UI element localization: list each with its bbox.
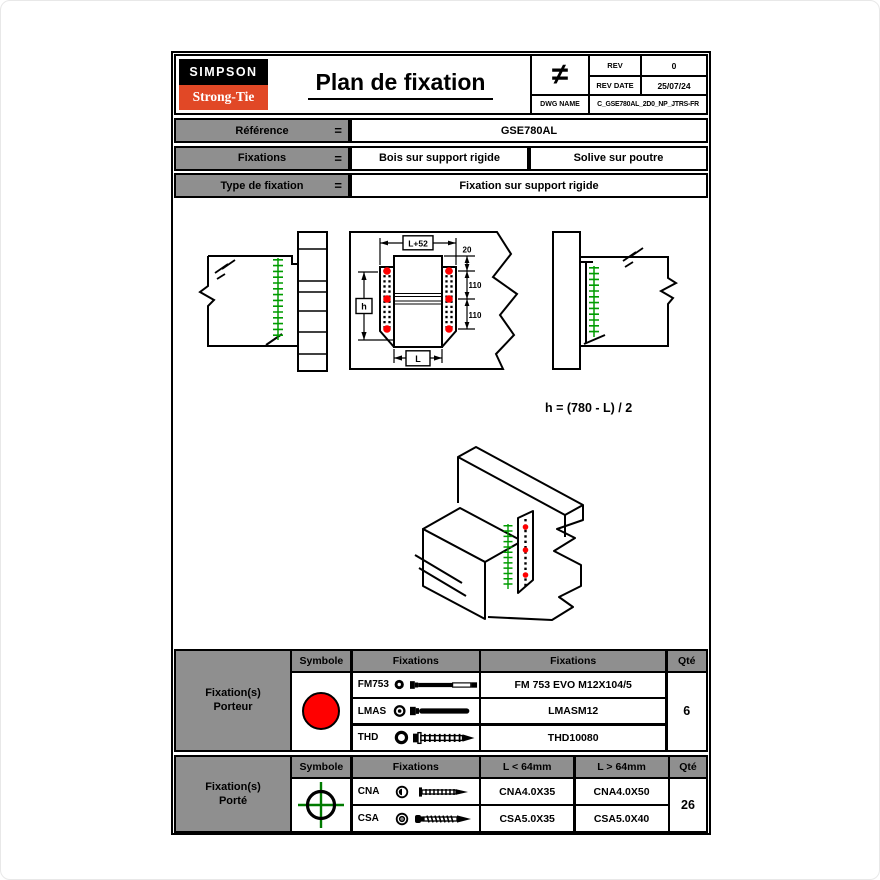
porteur-symbol-cell	[292, 672, 351, 750]
porteur-fixations-table: Fixation(s) Porteur Symbole Fixations Fi…	[174, 648, 708, 752]
col-header-long-length: L > 64mm	[575, 756, 668, 777]
reference-row: Référence = GSE780AL	[174, 118, 708, 143]
fixations-row: Fixations = Bois sur support rigide Soli…	[174, 145, 708, 171]
thd-code: THD	[357, 732, 379, 744]
front-detail-view: L+52 20 110 110 h L	[349, 230, 519, 370]
thd-washer-icon	[395, 730, 409, 745]
col-header-short-length: L < 64mm	[481, 756, 574, 777]
csa-long-ref: CSA5.0X40	[575, 806, 668, 832]
dim-height: h	[361, 301, 367, 311]
porteur-qty: 6	[667, 672, 706, 750]
simpson-strongtie-logo: SIMPSON Strong-Tie	[179, 59, 268, 110]
dim-edge-offset: 20	[463, 245, 472, 254]
lmas-bolt-icon	[410, 707, 470, 716]
height-formula: h = (780 - L) / 2	[545, 400, 633, 415]
rev-label: REV	[588, 56, 640, 75]
equals-sign: =	[334, 178, 342, 193]
col-header-fixations-ref: Fixations	[481, 650, 666, 671]
isometric-view	[414, 445, 584, 621]
dim-bottom-width: L	[415, 353, 421, 363]
fixation-row-fm753: FM753	[352, 672, 479, 697]
cna-nail-icon	[418, 786, 468, 797]
fixations-value-left: Bois sur support rigide	[350, 145, 529, 171]
dim-spacing1: 110	[469, 281, 482, 290]
fixation-row-cna: CNA	[352, 779, 479, 805]
type-fixation-value: Fixation sur support rigide	[350, 173, 708, 198]
col-header-symbole: Symbole	[292, 756, 351, 777]
fixation-row-lmas: LMAS	[352, 699, 479, 724]
porteur-label-line1: Fixation(s)	[205, 686, 261, 699]
porte-label-line2: Porté	[218, 795, 248, 808]
iso-bolt-markers-red	[522, 523, 529, 578]
fixations-label: Fixations =	[174, 145, 350, 171]
fixation-row-csa: CSA	[352, 806, 479, 832]
dwg-name-label: DWG NAME	[532, 94, 588, 113]
type-fixation-row: Type de fixation = Fixation sur support …	[174, 173, 708, 198]
fm753-washer-icon	[394, 680, 405, 690]
col-header-fixations: Fixations	[352, 756, 479, 777]
dim-spacing2: 110	[469, 311, 482, 320]
revision-block: ≠ REV 0 REV DATE 25/07/24 DWG NAME C_GSE…	[530, 56, 706, 113]
bolt-markers-red	[383, 266, 453, 333]
title-block: SIMPSON Strong-Tie Plan de fixation ≠ RE…	[174, 54, 708, 115]
reference-label-text: Référence	[235, 124, 289, 137]
equals-sign: =	[334, 123, 342, 138]
csa-short-ref: CSA5.0X35	[481, 806, 574, 832]
crosshair-marker-icon	[298, 782, 345, 829]
col-header-fixations-icons: Fixations	[352, 650, 479, 671]
thd-screw-icon	[413, 731, 475, 744]
page-title: Plan de fixation	[307, 69, 494, 100]
type-fixation-label-text: Type de fixation	[220, 179, 304, 192]
fm753-bolt-icon	[409, 681, 477, 689]
fm753-code: FM753	[357, 679, 389, 691]
drawing-region: L+52 20 110 110 h L	[173, 201, 709, 649]
type-fixation-label: Type de fixation =	[174, 173, 350, 198]
porte-row-label: Fixation(s) Porté	[176, 756, 290, 832]
title-cell: Plan de fixation	[271, 56, 530, 113]
fixations-value-right: Solive sur poutre	[529, 145, 708, 171]
lmas-code: LMAS	[357, 705, 387, 717]
col-header-qty: Qté	[669, 756, 706, 777]
reference-table: Référence = GSE780AL Fixations = Bois su…	[174, 118, 708, 198]
fixations-label-text: Fixations	[237, 152, 287, 164]
fixation-ref-thd: THD10080	[481, 725, 666, 750]
porteur-label-line2: Porteur	[213, 701, 253, 714]
porte-qty: 26	[669, 779, 706, 832]
reference-label: Référence =	[174, 118, 350, 143]
porteur-row-label: Fixation(s) Porteur	[176, 650, 290, 750]
cna-long-ref: CNA4.0X50	[575, 779, 668, 805]
not-equal-icon: ≠	[551, 58, 569, 91]
rev-date-value: 25/07/24	[640, 75, 706, 94]
logo-strongtie-band: Strong-Tie	[179, 84, 268, 110]
porte-symbol-cell	[292, 779, 351, 832]
csa-head-icon	[395, 812, 408, 826]
col-header-qty: Qté	[667, 650, 706, 671]
reference-value: GSE780AL	[350, 118, 708, 143]
fixation-ref-lmas: LMASM12	[481, 699, 666, 724]
porte-fixations-table: Fixation(s) Porté Symbole Fixations L < …	[174, 754, 708, 834]
left-elevation-view	[198, 230, 328, 372]
red-circle-marker-icon	[302, 692, 341, 731]
csa-code: CSA	[357, 813, 379, 825]
col-header-symbole: Symbole	[292, 650, 351, 671]
dwg-name-value: C_GSE780AL_2D0_NP_JTRS-FR	[588, 94, 706, 113]
fixation-row-thd: THD	[352, 725, 479, 750]
logo-simpson-band: SIMPSON	[179, 59, 268, 85]
csa-screw-icon	[414, 814, 471, 823]
fixation-ref-fm753: FM 753 EVO M12X104/5	[481, 672, 666, 697]
rev-date-label: REV DATE	[588, 75, 640, 94]
lmas-washer-icon	[393, 705, 406, 718]
equals-sign: =	[334, 150, 342, 166]
dim-top-width: L+52	[408, 238, 428, 248]
drawing-sheet: SIMPSON Strong-Tie Plan de fixation ≠ RE…	[171, 51, 711, 836]
cna-short-ref: CNA4.0X35	[481, 779, 574, 805]
porte-label-line1: Fixation(s)	[205, 780, 261, 793]
right-elevation-view	[552, 230, 678, 370]
cna-head-icon	[395, 785, 408, 798]
cna-code: CNA	[357, 786, 380, 798]
rev-value: 0	[640, 56, 706, 75]
